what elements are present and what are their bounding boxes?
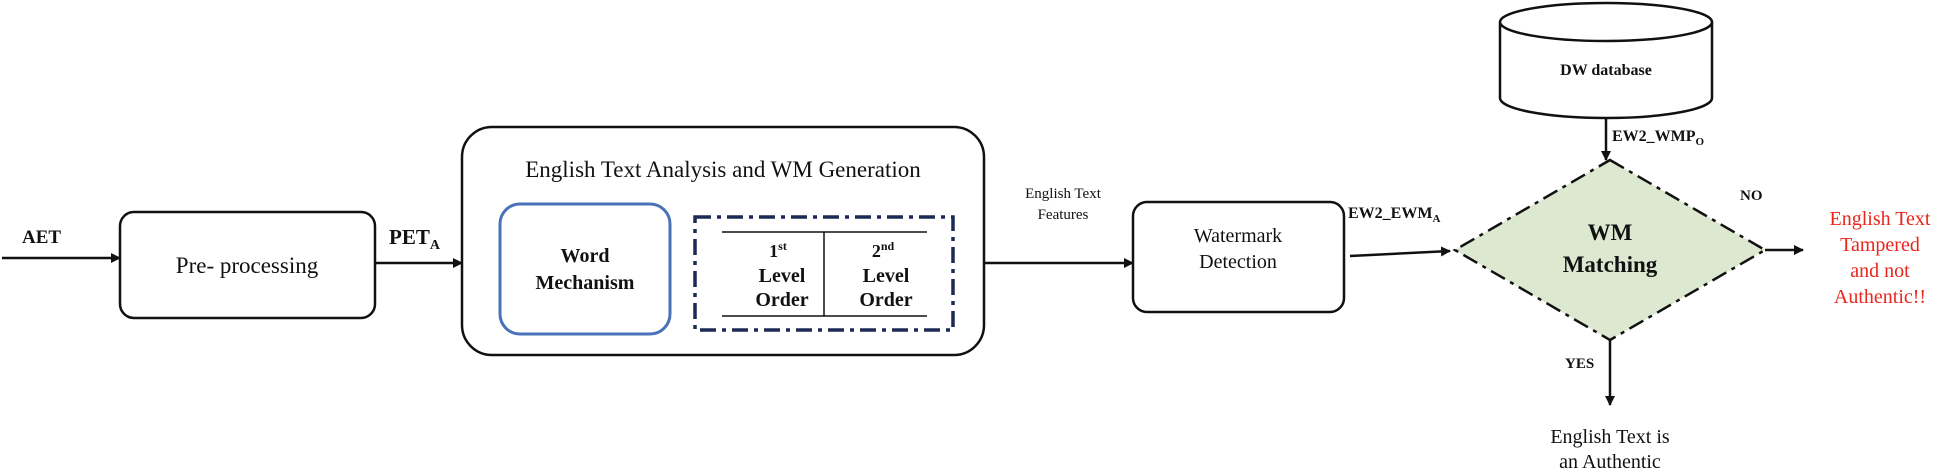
no-label: NO [1740, 188, 1763, 204]
tampered-line2: Tampered [1840, 234, 1920, 256]
matching-line1: WM [1588, 220, 1633, 245]
preprocess-output-label: PETA [389, 225, 441, 253]
order-col1-header: 1st [769, 239, 787, 261]
features-label-line1: English Text [1025, 186, 1102, 202]
database-cylinder-top [1498, 1, 1714, 43]
preprocessing-box [118, 210, 377, 320]
tampered-line1: English Text [1829, 208, 1930, 230]
preprocessing-label: Pre- processing [176, 253, 319, 278]
original-watermark-label: EW2_WMPO [1612, 128, 1705, 148]
authentic-line1: English Text is [1550, 426, 1670, 448]
watermark-detection-box [1131, 200, 1346, 314]
watermark-detection-line2: Detection [1199, 251, 1277, 273]
matching-line2: Matching [1563, 252, 1658, 277]
matching-diamond [1452, 158, 1768, 342]
detected-watermark-label: EW2_EWMA [1348, 205, 1440, 225]
database-cylinder-body [1498, 22, 1714, 120]
order-col1-row1: Level [759, 265, 806, 287]
input-label: AET [22, 227, 61, 248]
preprocess-output-main: PET [389, 225, 430, 249]
order-col2-row1: Level [863, 265, 910, 287]
word-mechanism-line1: Word [561, 245, 610, 267]
watermark-detection-line1: Watermark [1194, 225, 1282, 247]
tampered-line4: Authentic!! [1834, 286, 1926, 308]
yes-label: YES [1565, 356, 1594, 372]
arrow-detection-to-matching [1349, 246, 1451, 258]
features-label-line2: Features [1038, 207, 1089, 223]
preprocess-output-sub: A [430, 238, 441, 253]
analysis-title: English Text Analysis and WM Generation [525, 157, 921, 182]
order-box [693, 215, 955, 332]
word-mechanism-line2: Mechanism [536, 272, 635, 294]
order-col2-row2: Order [859, 289, 912, 311]
database-label: DW database [1560, 62, 1652, 79]
authentic-line2: an Authentic [1559, 451, 1661, 473]
word-mechanism-box [498, 202, 672, 336]
order-col1-row2: Order [755, 289, 808, 311]
tampered-line3: and not [1850, 260, 1910, 282]
order-col2-header: 2nd [872, 239, 895, 261]
